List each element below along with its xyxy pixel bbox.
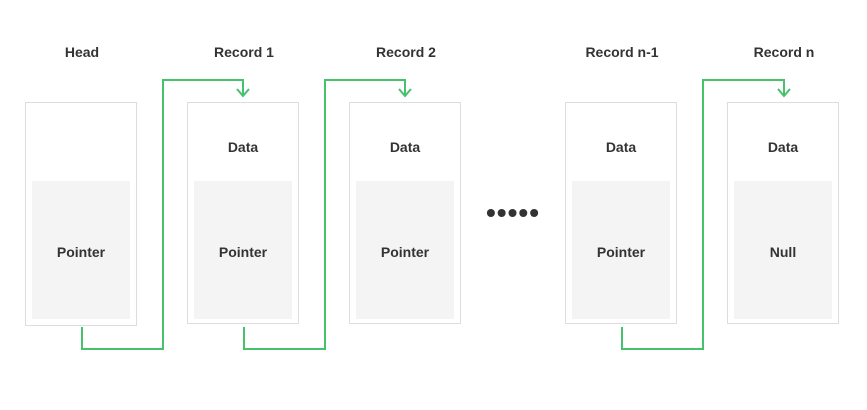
arrowhead-icon bbox=[236, 88, 250, 98]
pointer-cell-head: Pointer bbox=[32, 181, 130, 319]
node-record-1: Data Pointer bbox=[187, 102, 299, 324]
ellipsis-dots: ••••• bbox=[486, 197, 541, 228]
node-title-record-2: Record 2 bbox=[376, 44, 436, 60]
node-head: Pointer bbox=[25, 102, 137, 326]
pointer-label-record-n: Null bbox=[769, 244, 797, 260]
pointer-label-record-2: Pointer bbox=[380, 244, 430, 260]
data-label-record-2: Data bbox=[389, 139, 421, 155]
pointer-cell-record-n: Null bbox=[734, 181, 832, 319]
node-record-2: Data Pointer bbox=[349, 102, 461, 324]
arrowhead-icon bbox=[398, 88, 412, 98]
pointer-cell-record-2: Pointer bbox=[356, 181, 454, 319]
node-record-n: Data Null bbox=[727, 102, 839, 324]
pointer-cell-record-1: Pointer bbox=[194, 181, 292, 319]
pointer-label-head: Pointer bbox=[56, 244, 106, 260]
node-title-record-n-minus-1: Record n-1 bbox=[585, 44, 659, 60]
pointer-label-record-n-minus-1: Pointer bbox=[596, 244, 646, 260]
pointer-cell-record-n-minus-1: Pointer bbox=[572, 181, 670, 319]
data-label-record-1: Data bbox=[227, 139, 259, 155]
data-label-record-n-minus-1: Data bbox=[605, 139, 637, 155]
pointer-label-record-1: Pointer bbox=[218, 244, 268, 260]
node-record-n-minus-1: Data Pointer bbox=[565, 102, 677, 324]
node-title-record-n: Record n bbox=[753, 44, 815, 60]
arrowhead-icon bbox=[777, 88, 791, 98]
node-title-record-1: Record 1 bbox=[214, 44, 274, 60]
node-title-head: Head bbox=[64, 44, 100, 60]
data-label-record-n: Data bbox=[767, 139, 799, 155]
